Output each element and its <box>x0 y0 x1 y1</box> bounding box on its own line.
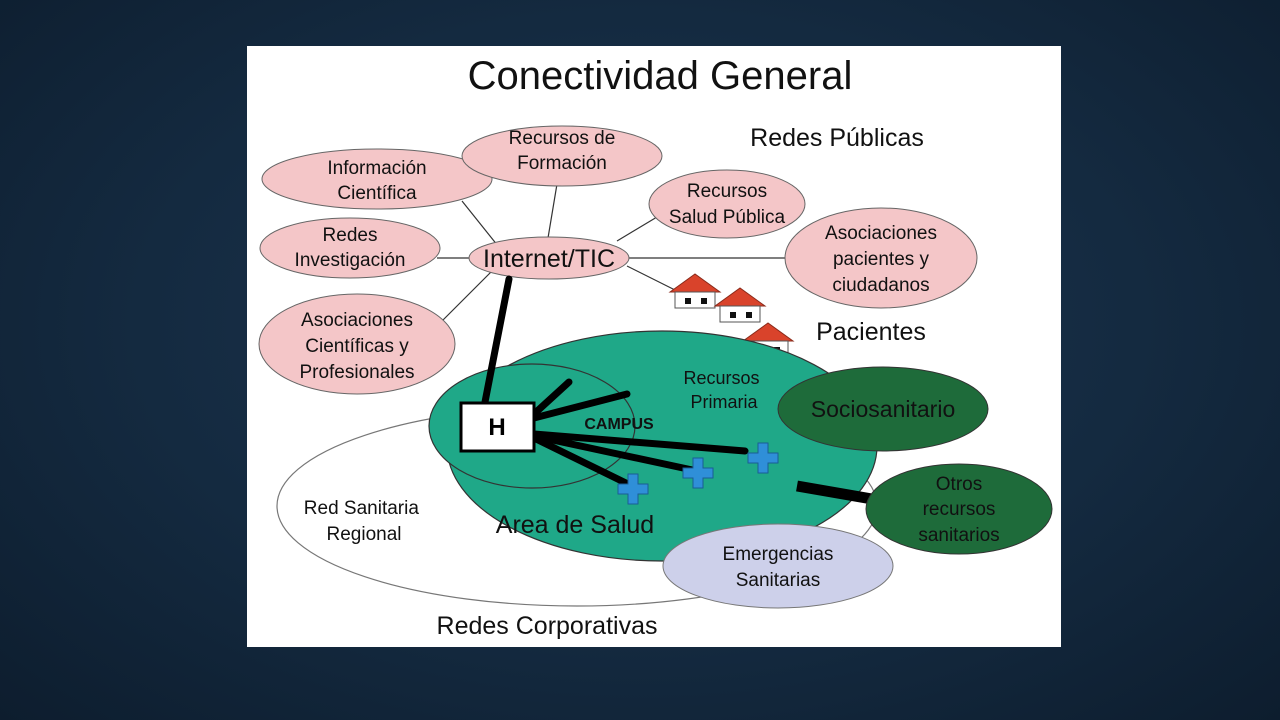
house-icon <box>668 273 722 309</box>
health-cross-icon <box>617 473 649 505</box>
red-sanitaria-regional-label: Red Sanitaria Regional <box>304 498 424 545</box>
pacientes-label: Pacientes <box>816 318 926 346</box>
diagram: Conectividad General Redes Públicas Paci… <box>258 54 1053 640</box>
svg-text:H: H <box>488 414 505 441</box>
svg-text:Internet/TIC: Internet/TIC <box>483 245 615 273</box>
health-cross-icon <box>747 442 779 474</box>
redes-corporativas-label: Redes Corporativas <box>437 612 658 640</box>
hospital-node: H <box>459 401 536 453</box>
health-cross-icon <box>682 457 714 489</box>
node-sociosanitario: Sociosanitario <box>777 366 989 452</box>
house-icon <box>713 287 767 323</box>
otros-recursos-link <box>796 480 873 505</box>
redes-publicas-label: Redes Públicas <box>750 124 924 152</box>
internet-tic-hub: Internet/TIC <box>468 236 630 280</box>
svg-text:Sociosanitario: Sociosanitario <box>811 396 955 422</box>
diagram-title: Conectividad General <box>468 54 853 98</box>
recursos-primaria-label: Recursos Primaria <box>683 368 764 412</box>
slide-canvas: Conectividad General Redes Públicas Paci… <box>247 46 1061 647</box>
hospital-links <box>481 275 749 490</box>
area-de-salud-label: Area de Salud <box>496 511 654 539</box>
campus-label: CAMPUS <box>584 416 654 433</box>
